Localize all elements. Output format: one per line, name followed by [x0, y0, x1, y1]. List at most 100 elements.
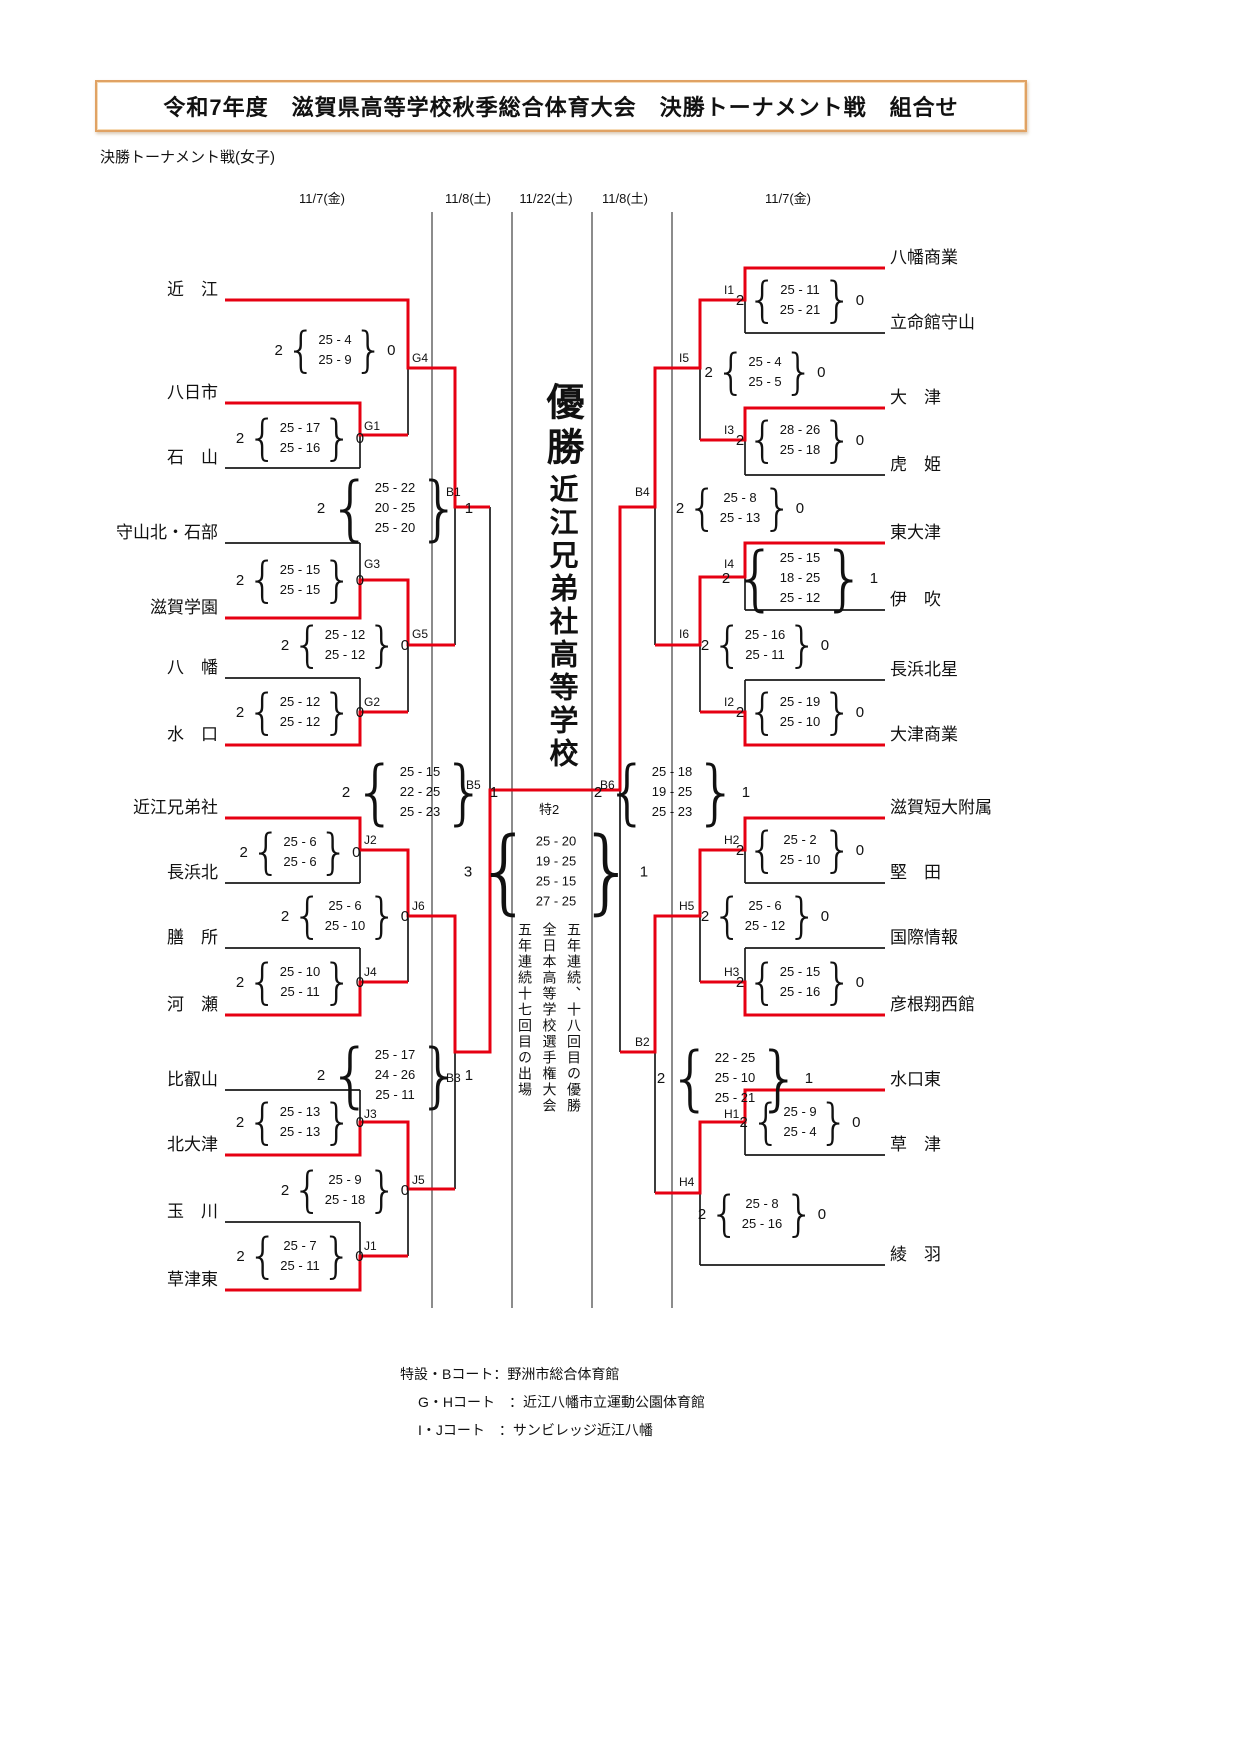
- brace-open: {: [353, 750, 398, 833]
- team-name: 堅 田: [890, 863, 941, 882]
- match-label: B5: [466, 778, 481, 792]
- brace-close: }: [318, 823, 350, 880]
- sets-won-left: 2: [735, 841, 745, 859]
- set-score: 25 - 12: [279, 694, 321, 709]
- sets-won-right: 0: [855, 841, 865, 859]
- match-label: J1: [364, 1239, 377, 1253]
- note-column: 五年連続十七回目の出場: [517, 922, 533, 1098]
- brace-open: {: [247, 1093, 278, 1150]
- match-label: G2: [364, 695, 381, 709]
- sets-won-left: 2: [700, 636, 710, 654]
- brace-open: {: [247, 409, 278, 466]
- brace-close: }: [757, 1036, 802, 1119]
- brace-close: }: [822, 821, 853, 878]
- brace-open: {: [328, 466, 373, 549]
- brace-close: }: [417, 466, 462, 549]
- page-title: 令和7年度 滋賀県高等学校秋季総合体育大会 決勝トーナメント戦 組合せ: [163, 95, 959, 120]
- team-name: 北大津: [167, 1135, 218, 1154]
- set-score: 25 - 10: [779, 852, 821, 867]
- sets-won-right: 0: [855, 431, 865, 449]
- date-label: 11/7(金): [765, 191, 811, 206]
- sets-won-left: 3: [463, 863, 473, 881]
- match-label: I3: [724, 423, 735, 437]
- brace-close: }: [367, 616, 398, 673]
- sets-won-left: 2: [675, 499, 685, 517]
- note-column: 全日本高等学校選手権大会: [541, 922, 558, 1114]
- set-score: 25 - 4: [318, 332, 352, 347]
- sets-won-left: 2: [280, 636, 290, 654]
- match-label: H1: [724, 1107, 740, 1121]
- set-score: 25 - 20: [535, 834, 577, 849]
- sets-won-left: 2: [656, 1069, 666, 1087]
- sets-won-right: 0: [352, 843, 361, 861]
- team-name: 大 津: [890, 388, 941, 407]
- set-score: 25 - 10: [279, 964, 321, 979]
- sets-won-left: 2: [280, 1181, 290, 1199]
- champion-school-name: 近江兄弟社高等学校: [545, 474, 577, 771]
- champion-heading: 優勝: [540, 382, 582, 472]
- set-score: 25 - 15: [279, 582, 321, 597]
- match-label: J5: [412, 1173, 425, 1187]
- brace-open: {: [715, 343, 747, 400]
- brace-open: {: [747, 271, 778, 328]
- brace-open: {: [605, 750, 650, 833]
- team-name: 滋賀短大附属: [890, 798, 992, 817]
- match-label: B2: [635, 1035, 650, 1049]
- venue-line: 特設・Bコート：野洲市総合体育館: [400, 1366, 620, 1382]
- set-score: 25 - 2: [783, 832, 817, 847]
- sets-won-left: 2: [235, 1113, 245, 1131]
- team-name: 草 津: [890, 1135, 941, 1154]
- brace-close: }: [822, 271, 853, 328]
- set-score: 25 - 9: [783, 1104, 817, 1119]
- sets-won-right: 0: [400, 1181, 410, 1199]
- set-scores: 25 - 2 25 - 10: [778, 830, 822, 870]
- final-match-label: 特2: [539, 802, 560, 817]
- set-score: 22 - 25: [714, 1049, 756, 1065]
- sets-won-right: 0: [855, 973, 865, 991]
- brace-close: }: [322, 551, 353, 608]
- match-label: I4: [724, 557, 735, 571]
- brace-open: {: [687, 479, 718, 536]
- date-label: 11/22(土): [519, 191, 573, 206]
- set-score: 25 - 15: [279, 562, 321, 577]
- set-score: 25 - 9: [328, 1172, 362, 1187]
- winner-path-lines: [225, 266, 885, 1292]
- brace-open: {: [292, 616, 323, 673]
- set-score: 25 - 11: [280, 1258, 320, 1273]
- team-name: 彦根翔西館: [890, 995, 975, 1014]
- sets-won-right: 1: [464, 1066, 474, 1084]
- set-score: 25 - 15: [779, 964, 821, 979]
- match-label: G1: [364, 419, 381, 433]
- sets-won-right: 0: [820, 636, 830, 654]
- sets-won-left: 2: [235, 571, 245, 589]
- set-score: 25 - 8: [723, 490, 757, 505]
- brace-open: {: [668, 1036, 713, 1119]
- brace-close: }: [322, 953, 353, 1010]
- brace-open: {: [747, 683, 778, 740]
- match-label: J6: [412, 899, 425, 913]
- sets-won-left: 2: [236, 1247, 245, 1265]
- set-score: 25 - 13: [279, 1104, 321, 1119]
- venue-line: I・Jコート ：サンビレッジ近江八幡: [418, 1422, 653, 1438]
- set-score: 25 - 7: [283, 1238, 317, 1253]
- brace-open: {: [328, 1033, 373, 1116]
- brace-open: {: [750, 1093, 782, 1150]
